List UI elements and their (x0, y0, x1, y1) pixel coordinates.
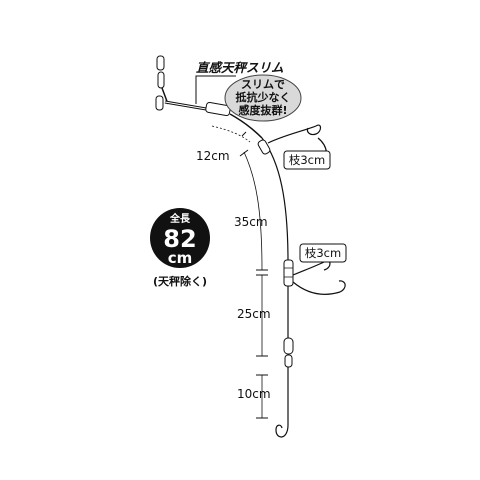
svg-text:枝3cm: 枝3cm (305, 246, 341, 260)
svg-text:スリムで: スリムで (241, 78, 285, 91)
dimension-35cm: 35cm (234, 149, 268, 271)
svg-text:10cm: 10cm (237, 387, 271, 401)
svg-text:cm: cm (168, 249, 193, 267)
lower-branch (292, 260, 346, 295)
dimension-12cm: 12cm (196, 125, 251, 163)
svg-text:枝3cm: 枝3cm (289, 153, 325, 167)
dimension-25cm: 25cm (237, 274, 271, 357)
feature-bubble: スリムで 抵抗少なく 感度抜群! (224, 74, 302, 122)
svg-text:12cm: 12cm (196, 149, 230, 163)
svg-text:抵抗少なく: 抵抗少なく (236, 90, 291, 104)
dimension-10cm: 10cm (237, 374, 271, 419)
hook-bottom (275, 424, 289, 438)
upper-branch (267, 124, 322, 144)
main-line (257, 137, 294, 425)
total-length-note: (天秤除く) (153, 274, 207, 288)
total-length-badge: 全長 82 cm (150, 208, 210, 268)
svg-text:82: 82 (163, 225, 196, 253)
title-leader-line (195, 75, 236, 104)
svg-text:感度抜群!: 感度抜群! (238, 103, 287, 117)
svg-text:25cm: 25cm (237, 307, 271, 321)
svg-text:全長: 全長 (169, 212, 191, 225)
branch-label-lower: 枝3cm (299, 243, 347, 263)
balance-arm (155, 55, 263, 139)
branch-label-upper: 枝3cm (283, 150, 331, 170)
svg-text:35cm: 35cm (234, 215, 268, 229)
rig-title: 直感天秤スリム (196, 60, 284, 75)
